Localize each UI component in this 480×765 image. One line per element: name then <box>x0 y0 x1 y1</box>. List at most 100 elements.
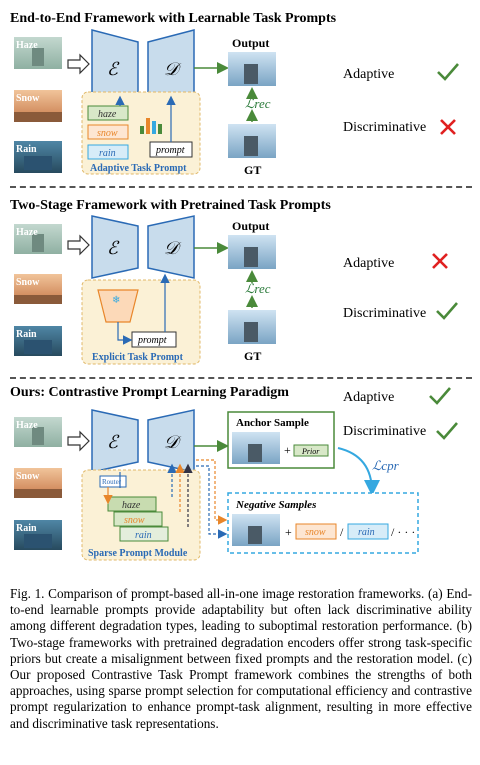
haze-input-image: Haze <box>14 37 62 69</box>
discriminative-label-b: Discriminative <box>343 306 427 321</box>
prompt-box: prompt <box>131 331 177 348</box>
adaptive-label-a: Adaptive <box>343 67 395 82</box>
svg-text:Haze: Haze <box>16 420 38 431</box>
decoder-to-negatives-arrow-2 <box>196 465 228 539</box>
svg-text:Prior: Prior <box>301 447 320 456</box>
explicit-task-prompt-label: Explicit Task Prompt <box>92 352 184 363</box>
encoder-block: ℰ <box>91 215 139 279</box>
frozen-icon: ❄ <box>112 295 120 306</box>
gt-image <box>228 310 276 344</box>
anchor-plus: + <box>284 443 291 457</box>
svg-text:𝒟: 𝒟 <box>164 238 182 258</box>
snow-input-image: Snow <box>14 90 62 122</box>
prompt-haze: haze <box>87 105 129 121</box>
section-title-a: End-to-End Framework with Learnable Task… <box>10 11 337 26</box>
svg-text:haze: haze <box>122 500 141 511</box>
negative-rain-prompt: rain <box>347 523 389 540</box>
svg-text:𝒟: 𝒟 <box>164 59 182 79</box>
svg-text:Snow: Snow <box>16 471 40 482</box>
prior-prompt: Prior <box>293 444 329 457</box>
contrastive-arrow <box>337 447 380 496</box>
sparse-prompt-haze: haze <box>107 496 157 512</box>
svg-text:Snow: Snow <box>16 277 40 288</box>
anchor-sample-label: Anchor Sample <box>236 417 309 429</box>
adaptive-task-prompt-label: Adaptive Task Prompt <box>90 163 187 174</box>
negative-snow-prompt: snow <box>295 523 337 540</box>
output-image <box>228 52 276 86</box>
svg-text:Rain: Rain <box>16 144 37 155</box>
svg-text:Rain: Rain <box>16 523 37 534</box>
negative-ellipsis: / · · · <box>391 525 415 539</box>
haze-input-image: Haze <box>14 417 62 447</box>
svg-text:prompt: prompt <box>137 335 167 346</box>
snow-input-image: Snow <box>14 274 62 304</box>
svg-text:𝒟: 𝒟 <box>164 432 182 452</box>
divider-2 <box>10 377 472 379</box>
divider-1 <box>10 186 472 188</box>
section-b: Haze Snow Rain ℰ 𝒟 Output ℒrec <box>14 215 276 365</box>
negative-image <box>232 514 280 546</box>
sparse-prompt-snow: snow <box>113 511 163 527</box>
adaptive-label-c: Adaptive <box>343 390 395 405</box>
svg-text:ℰ: ℰ <box>107 432 120 452</box>
svg-text:Haze: Haze <box>16 227 38 238</box>
rain-input-image: Rain <box>14 326 62 356</box>
svg-text:snow: snow <box>305 527 326 538</box>
svg-text:Haze: Haze <box>16 40 38 51</box>
router: Router <box>99 475 127 488</box>
svg-text:snow: snow <box>124 515 145 526</box>
adaptive-label-b: Adaptive <box>343 256 395 271</box>
svg-text:rain: rain <box>135 530 152 541</box>
output-label: Output <box>232 36 269 50</box>
section-title-c: Ours: Contrastive Prompt Learning Paradi… <box>10 385 289 400</box>
svg-text:Snow: Snow <box>16 93 40 104</box>
decoder-block: 𝒟 <box>147 409 195 473</box>
rain-input-image: Rain <box>14 141 62 173</box>
encoder-to-prompt-arrow <box>117 322 133 345</box>
weight-bars <box>140 118 162 134</box>
input-arrow <box>67 53 90 75</box>
svg-text:Rain: Rain <box>16 329 37 340</box>
snow-input-image: Snow <box>14 468 62 498</box>
decoder-block: 𝒟 <box>147 215 195 279</box>
discriminative-label-c: Discriminative <box>343 424 427 439</box>
svg-text:rain: rain <box>358 527 375 538</box>
haze-input-image: Haze <box>14 224 62 254</box>
section-a: Haze Snow Rain ℰ 𝒟 Output <box>14 29 276 177</box>
diagram-canvas: Haze Snow Rain ℰ 𝒟 Output <box>14 29 419 561</box>
svg-text:Router: Router <box>102 478 122 486</box>
gt-image <box>228 124 276 158</box>
loss-rec-label: ℒrec <box>245 281 271 296</box>
svg-text:ℰ: ℰ <box>107 238 120 258</box>
gt-label: GT <box>244 349 261 363</box>
prompt-box: prompt <box>149 141 193 158</box>
pretrained-encoder: ❄ <box>97 289 139 323</box>
figure-caption: Fig. 1. Comparison of prompt-based all-i… <box>10 586 472 731</box>
encoder-block: ℰ <box>91 409 139 473</box>
svg-text:ℰ: ℰ <box>107 59 120 79</box>
encoder-block: ℰ <box>91 29 139 107</box>
loss-rec-label: ℒrec <box>245 96 271 111</box>
loss-cpr-label: ℒcpr <box>372 458 400 473</box>
output-image <box>228 235 276 269</box>
svg-text:snow: snow <box>97 128 118 139</box>
svg-text:prompt: prompt <box>155 145 185 156</box>
prompt-snow: snow <box>87 124 129 140</box>
anchor-image <box>232 432 280 464</box>
input-arrow <box>67 430 90 452</box>
sparse-prompt-rain: rain <box>119 526 169 542</box>
svg-text:haze: haze <box>98 109 117 120</box>
gt-label: GT <box>244 163 261 177</box>
prompt-rain: rain <box>87 144 129 160</box>
output-label: Output <box>232 219 269 233</box>
negative-slash: / <box>340 525 344 539</box>
negative-plus: + <box>285 525 292 539</box>
discriminative-label-a: Discriminative <box>343 120 427 135</box>
sparse-prompt-module-label: Sparse Prompt Module <box>88 548 188 559</box>
negative-samples-label: Negative Samples <box>235 499 316 511</box>
section-c: Haze Snow Rain ℰ 𝒟 Anchor Sample + <box>14 409 419 561</box>
input-arrow <box>67 234 90 256</box>
svg-text:rain: rain <box>99 148 116 159</box>
section-title-b: Two-Stage Framework with Pretrained Task… <box>10 198 331 213</box>
rain-input-image: Rain <box>14 520 62 550</box>
